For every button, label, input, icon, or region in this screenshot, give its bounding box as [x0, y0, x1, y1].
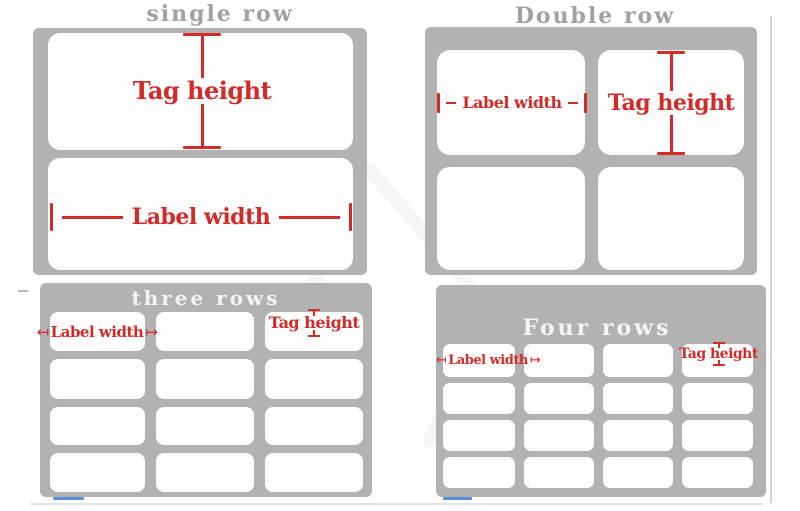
- tag-height-measure: Tag height: [608, 51, 735, 155]
- label-cell: [603, 383, 673, 414]
- four-rows-section: Four rows ↤ Label width ↦ Tag height: [436, 285, 766, 497]
- measure-cap-bottom: [657, 152, 685, 155]
- tag-height-label: Tag height: [679, 346, 758, 362]
- label-cell: [50, 359, 145, 399]
- label-cell: [682, 457, 753, 488]
- single-row-section: single row Tag height Label width: [33, 0, 367, 280]
- label-cell: [682, 420, 753, 451]
- label-cell: [265, 453, 363, 492]
- label-width-label: Label width: [448, 353, 528, 368]
- label-cell: [437, 50, 585, 155]
- single-row-panel: Tag height Label width: [33, 28, 367, 275]
- measure-stem: [200, 36, 204, 78]
- label-cell: [50, 407, 145, 445]
- arrow-left-icon: ↤: [435, 353, 447, 368]
- measure-tick-left: [437, 93, 440, 113]
- page-edge-line: [770, 16, 772, 503]
- double-row-panel: Label width Tag height: [425, 27, 757, 275]
- label-cell: [437, 167, 585, 270]
- measure-line: [567, 102, 579, 104]
- label-width-measure: Label width: [50, 203, 352, 231]
- arrow-right-icon: ↦: [529, 353, 541, 368]
- label-cell: [524, 457, 594, 488]
- tag-height-label: Tag height: [268, 313, 360, 332]
- label-cell: [443, 420, 515, 451]
- measure-cap-bottom: [712, 364, 725, 366]
- four-rows-title: Four rows: [522, 315, 672, 341]
- label-cell: [682, 383, 753, 414]
- label-cell: [265, 407, 363, 445]
- three-rows-section: three rows ↤ Label width ↦ Tag height: [37, 283, 372, 497]
- label-cell: [603, 420, 673, 451]
- measure-cap-bottom: [183, 146, 221, 149]
- measure-cap-bottom: [308, 335, 320, 337]
- tag-height-label: Tag height: [132, 76, 272, 105]
- measure-stem: [313, 330, 315, 335]
- label-cell: [443, 457, 515, 488]
- label-cell: [443, 344, 515, 377]
- three-rows-cells: [50, 312, 363, 492]
- single-row-title: single row: [146, 1, 294, 27]
- label-cell: [156, 312, 254, 351]
- label-cell: [156, 359, 254, 399]
- double-row-section: Double row Label width Tag height: [425, 0, 757, 280]
- three-rows-title: three rows: [131, 286, 281, 310]
- label-cell: [50, 312, 145, 351]
- double-row-title: Double row: [514, 3, 676, 29]
- label-width-measure: ↤ Label width ↦: [435, 344, 541, 377]
- double-row-cells: [437, 50, 744, 270]
- label-cell: [524, 344, 594, 377]
- bottom-divider-line: [30, 503, 763, 505]
- blue-underline-mark-left: [53, 497, 84, 500]
- measure-stem: [669, 115, 673, 152]
- measure-line: [446, 102, 457, 104]
- label-cell: [603, 457, 673, 488]
- measure-tick-left: [50, 203, 53, 231]
- measure-line: [62, 215, 123, 219]
- tag-height-measure: Tag height: [265, 309, 363, 356]
- label-cell: [524, 420, 594, 451]
- tag-height-label: Tag height: [607, 90, 735, 116]
- label-width-label: Label width: [462, 93, 562, 112]
- label-cell: [156, 407, 254, 445]
- measure-cap-top: [308, 309, 320, 311]
- label-cell: [524, 383, 594, 414]
- label-width-label: Label width: [131, 204, 271, 230]
- label-cell: [156, 453, 254, 492]
- stray-dash-mark: [18, 290, 28, 292]
- measure-stem: [717, 344, 720, 348]
- measure-stem: [200, 104, 204, 146]
- measure-stem: [717, 360, 720, 364]
- tag-height-measure: Tag height: [133, 33, 272, 149]
- label-cell: [50, 453, 145, 492]
- measure-cap-top: [183, 33, 221, 36]
- measure-tick-right: [349, 203, 352, 231]
- label-width-measure: Label width: [437, 93, 588, 113]
- four-rows-cells: [443, 344, 753, 488]
- measure-stem: [313, 311, 315, 316]
- measure-cap-top: [657, 51, 685, 54]
- label-cell: [443, 383, 515, 414]
- label-cell: [265, 359, 363, 399]
- label-width-measure: ↤ Label width ↦: [37, 312, 158, 351]
- measure-tick-right: [584, 93, 588, 113]
- label-cell: [598, 167, 744, 270]
- arrow-right-icon: ↦: [145, 322, 158, 341]
- tag-height-measure: Tag height: [679, 342, 758, 386]
- label-width-label: Label width: [50, 322, 144, 341]
- measure-cap-top: [712, 342, 725, 344]
- label-cell: [48, 158, 353, 270]
- label-cell: [603, 344, 673, 377]
- measure-line: [279, 215, 340, 219]
- four-rows-panel: Four rows ↤ Label width ↦ Tag height: [436, 285, 766, 497]
- arrow-left-icon: ↤: [36, 322, 50, 341]
- blue-underline-mark-right: [443, 497, 472, 500]
- measure-stem: [669, 54, 673, 91]
- three-rows-panel: three rows ↤ Label width ↦ Tag height: [37, 283, 372, 497]
